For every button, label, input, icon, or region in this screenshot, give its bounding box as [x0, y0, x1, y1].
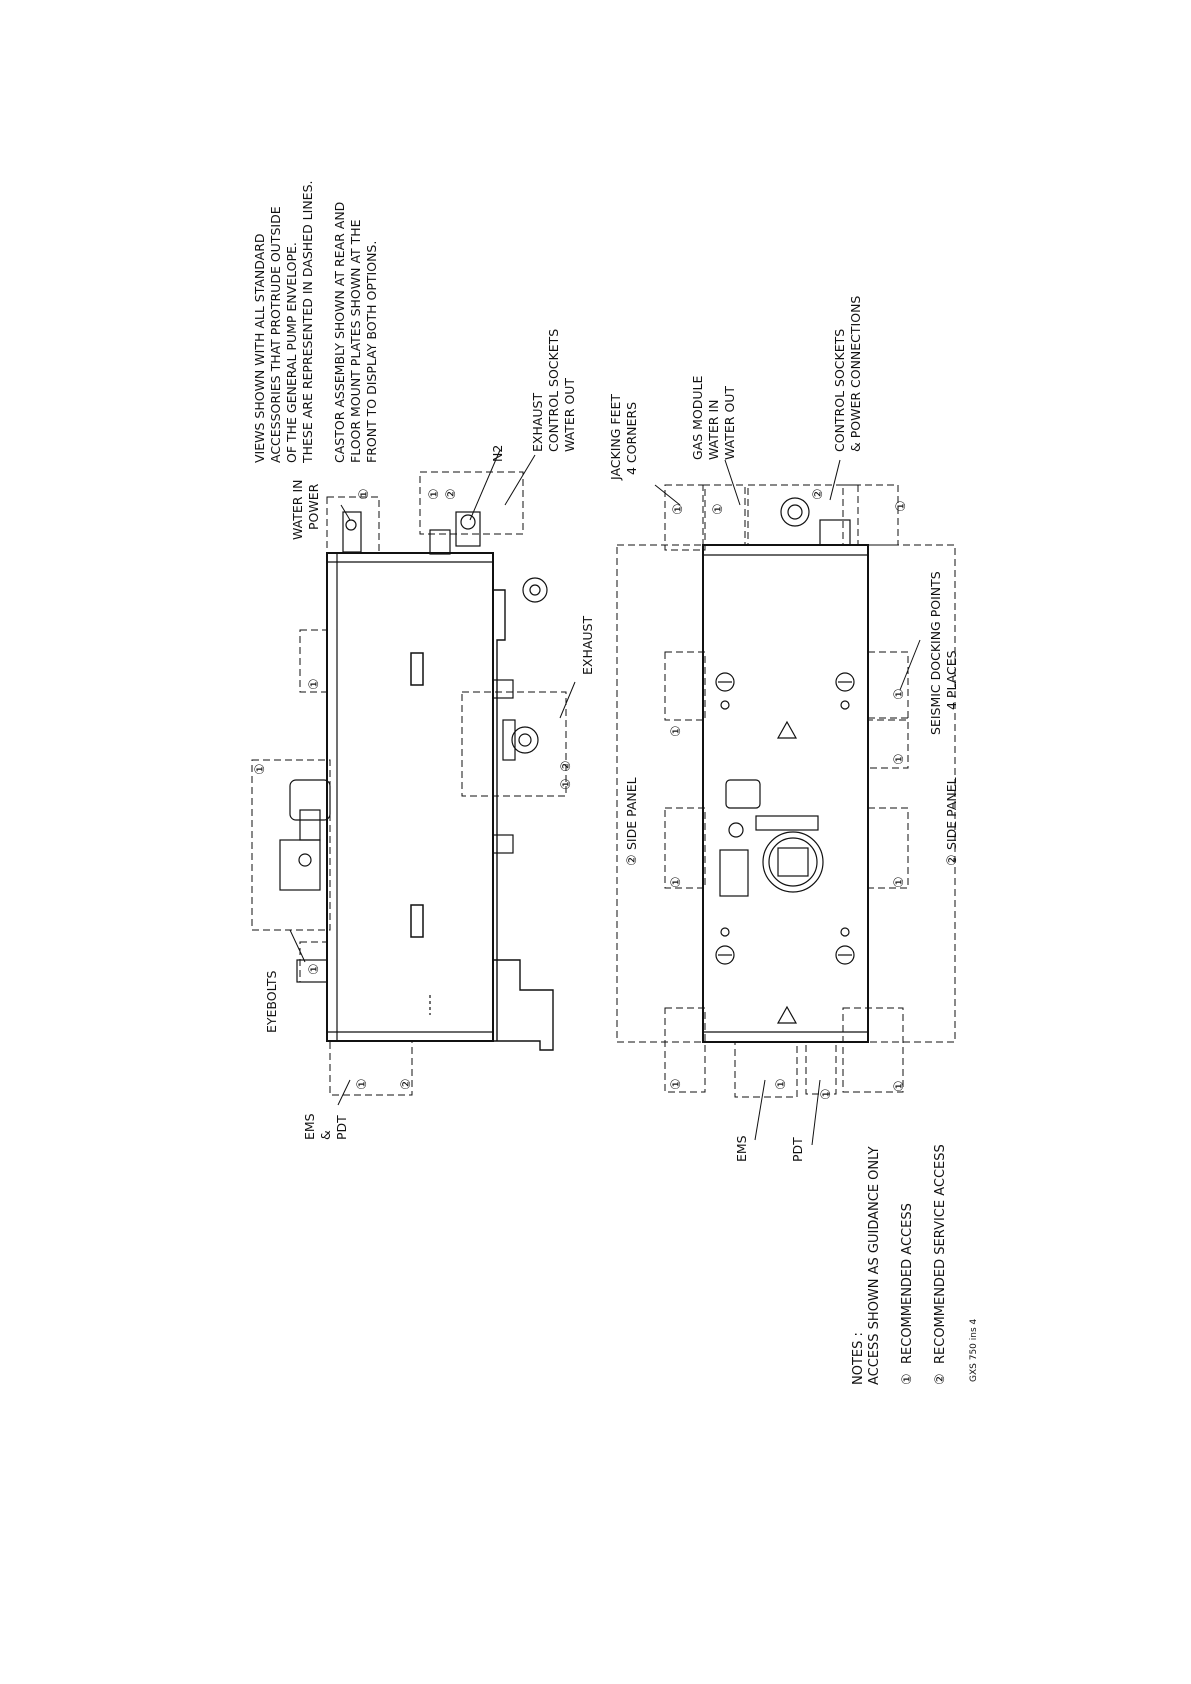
access-zone-1-icon: ① [892, 876, 907, 888]
access-zone-1-icon: ① [892, 753, 907, 765]
plan-view [616, 484, 956, 1098]
label-gas-module: GAS MODULE [690, 375, 705, 460]
views-note-line-1: VIEWS SHOWN WITH ALL STANDARD [252, 233, 267, 463]
labels: VIEWS SHOWN WITH ALL STANDARD ACCESSORIE… [252, 181, 979, 1385]
label-ems-side: EMS [302, 1113, 317, 1140]
access-zone-2-icon: ② [945, 854, 960, 866]
access-zone-1-icon: ① [894, 500, 909, 512]
access-zone-2-icon: ② [444, 488, 459, 500]
access-zone-1-icon: ① [819, 1088, 834, 1100]
access-zone-2-icon: ② [399, 1078, 414, 1090]
label-jacking-feet: JACKING FEET [608, 394, 623, 481]
access-zone-1-icon: ① [892, 1080, 907, 1092]
label-pdt-side: PDT [334, 1115, 349, 1140]
access-zone-1-icon: ① [307, 963, 322, 975]
access-zone-1-icon: ① [774, 1078, 789, 1090]
access-zone-2-icon: ② [933, 1373, 948, 1385]
access-zone-2-icon: ② [559, 760, 574, 772]
castor-note-line-2: FLOOR MOUNT PLATES SHOWN AT THE [348, 219, 363, 463]
label-exhaust-top: EXHAUST [530, 393, 545, 452]
access-zone-1-icon: ① [307, 678, 322, 690]
castor-note-line-3: FRONT TO DISPLAY BOTH OPTIONS. [364, 241, 379, 463]
access-zone-2-icon: ② [811, 488, 826, 500]
pump-body-plan [702, 544, 869, 1043]
pump-body-side [326, 552, 494, 1042]
notes-heading: NOTES : [851, 1332, 866, 1385]
access-zone-2-icon: ② [625, 854, 640, 866]
castor-note-line-1: CASTOR ASSEMBLY SHOWN AT REAR AND [332, 202, 347, 463]
views-note-line-4: THESE ARE REPRESENTED IN DASHED LINES. [300, 181, 315, 464]
label-power-connections: & POWER CONNECTIONS [848, 296, 863, 452]
label-control-sockets-top: CONTROL SOCKETS [546, 329, 561, 452]
label-water-in: WATER IN [290, 480, 305, 541]
access-zone-1-icon: ① [559, 778, 574, 790]
access-zone-1-icon: ① [669, 876, 684, 888]
access-zone-1-icon: ① [900, 1373, 915, 1385]
label-seismic: SEISMIC DOCKING POINTS [928, 571, 943, 735]
label-water-in-plan: WATER IN [706, 400, 721, 461]
label-ems-plan: EMS [734, 1135, 749, 1162]
access-zone-1-icon: ① [355, 1078, 370, 1090]
label-4-places: 4 PLACES [944, 650, 959, 710]
access-markers: ① ① ① ① ① ② ① ② ① ② ① ① ② ① ① ① ① ① ① ① … [253, 488, 909, 1100]
label-n2: N2 [490, 445, 505, 462]
access-zone-1-icon: ① [669, 1078, 684, 1090]
notes-guidance: ACCESS SHOWN AS GUIDANCE ONLY [867, 1146, 882, 1385]
label-power: POWER [306, 483, 321, 530]
side-view [251, 471, 567, 1096]
drawing-reference: GXS 750 ins 4 [969, 1318, 979, 1382]
label-pdt-plan: PDT [790, 1137, 805, 1162]
access-zone-1-icon: ① [892, 688, 907, 700]
access-zone-1-icon: ① [711, 503, 726, 515]
warning-triangle-icon [776, 1005, 798, 1024]
leader-lines [289, 449, 921, 1146]
label-water-out-plan: WATER OUT [722, 386, 737, 460]
label-water-out-top: WATER OUT [562, 378, 577, 452]
access-zone-1-icon: ① [357, 488, 372, 500]
access-zone-1-icon: ① [669, 725, 684, 737]
access-zone-1-icon: ① [671, 503, 686, 515]
label-4-corners: 4 CORNERS [624, 402, 639, 475]
label-side-panel-bottom: SIDE PANEL [944, 777, 959, 850]
label-side-panel-top: SIDE PANEL [624, 777, 639, 850]
views-note-line-2: ACCESSORIES THAT PROTRUDE OUTSIDE [268, 206, 283, 463]
notes-recommended-access: RECOMMENDED ACCESS [900, 1203, 915, 1364]
notes-recommended-service: RECOMMENDED SERVICE ACCESS [933, 1144, 948, 1364]
label-amp-side: & [318, 1130, 333, 1140]
label-exhaust: EXHAUST [580, 616, 595, 675]
warning-triangle-icon [776, 720, 798, 739]
label-control-sockets: CONTROL SOCKETS [832, 329, 847, 452]
label-eyebolts: EYEBOLTS [264, 970, 279, 1033]
access-zone-1-icon: ① [427, 488, 442, 500]
access-zone-1-icon: ① [253, 763, 268, 775]
views-note-line-3: OF THE GENERAL PUMP ENVELOPE. [284, 242, 299, 463]
